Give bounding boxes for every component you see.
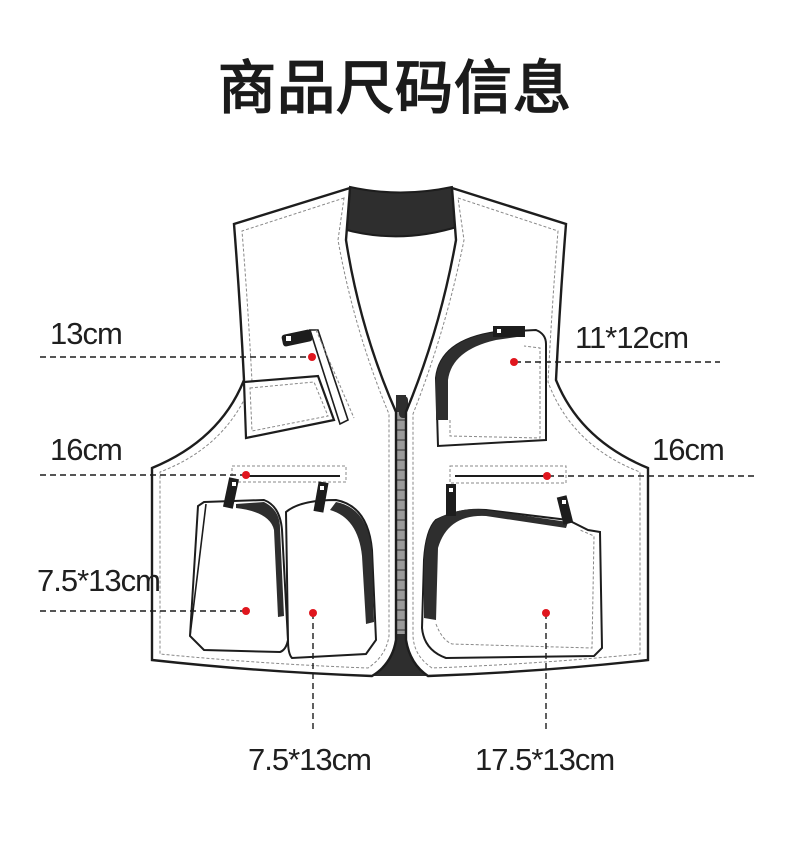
left-panel-stitch (159, 197, 390, 669)
lower-right-pocket (420, 484, 604, 660)
lower-left-inner-pocket (284, 481, 378, 660)
label-welt-pocket-left: 16cm (50, 432, 123, 467)
left-welt-pocket (231, 465, 347, 483)
label-chest-pocket-right: 11*12cm (575, 320, 689, 355)
label-welt-pocket-right: 16cm (652, 432, 725, 467)
lower-left-outer-pocket (188, 477, 290, 654)
measurement-lines (40, 356, 755, 730)
page-title: 商品尺码信息 (217, 54, 572, 122)
label-lower-pocket-left-inner: 7.5*13cm (248, 742, 372, 777)
measurement-markers (242, 353, 551, 617)
label-lower-pocket-right: 17.5*13cm (475, 742, 615, 777)
collar-band (341, 185, 462, 238)
right-chest-pocket (434, 326, 547, 448)
label-chest-pocket-left: 13cm (50, 316, 123, 351)
zipper-teeth (397, 412, 405, 634)
left-chest-pocket (242, 329, 355, 440)
right-welt-pocket (449, 465, 567, 484)
label-lower-pocket-left-outer: 7.5*13cm (37, 563, 161, 598)
